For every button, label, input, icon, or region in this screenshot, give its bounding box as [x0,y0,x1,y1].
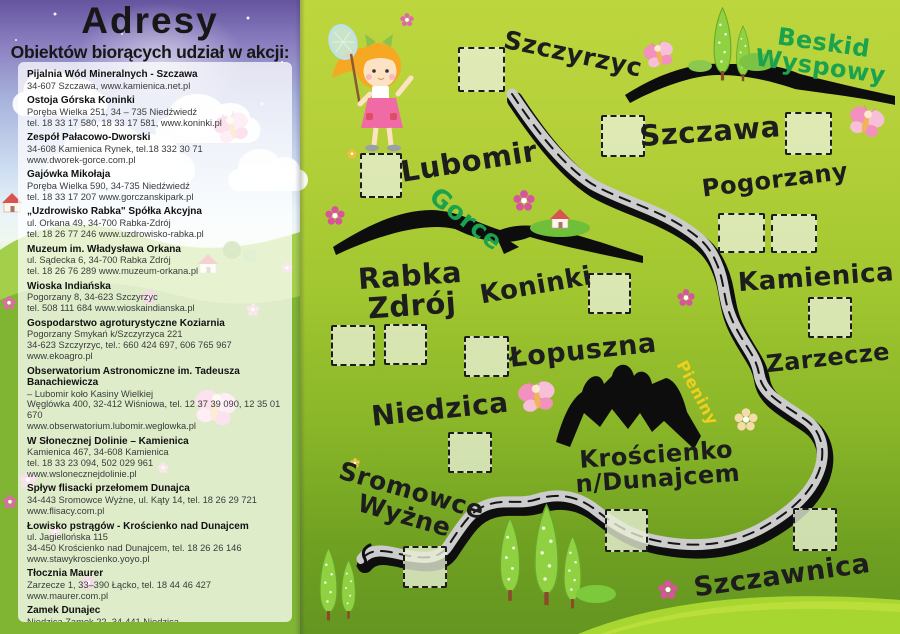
address-line: Niedzica Zamek 22, 34-441 Niedzica [27,616,179,622]
address-entry: Łowisko pstrągów - Krościenko nad Dunajc… [27,521,283,565]
address-line: – Lubomir koło Kasiny Wielkiej [27,388,154,399]
gorce-ridge-flick [494,231,519,254]
address-line: 34-608 Kamienica Rynek, tel.18 332 30 71 [27,143,203,154]
address-name: Spływ flisacki przełomem Dunajca [27,483,190,495]
beskid-trees [688,7,775,82]
address-line: 34-607 Szczawa, www.kamienica.net.pl [27,80,191,91]
address-line: Poręba Wielka 251, 34 – 735 Niedźwiedź [27,106,198,117]
address-line: Kamienica 467, 34-608 Kamienica [27,447,169,458]
address-line: ul. Sądecka 6, 34-700 Rabka Zdrój [27,255,171,266]
address-name: Łowisko pstrągów - Krościenko nad Dunajc… [27,520,249,532]
address-name: Pijalnia Wód Mineralnych - Szczawa [27,69,198,80]
address-name: Zespół Pałacowo-Dworski [27,132,151,144]
house-icon [549,208,571,229]
beskid-ridge [625,63,895,105]
address-line: 34-443 Sromowce Wyżne, ul. Kąty 14, tel.… [27,494,257,505]
address-line: www.wslonecznejdolinie.pl [27,468,137,479]
pieniny-mountain [556,364,701,449]
address-line: Zarzecze 1, 33–390 Łącko, tel. 18 44 46 … [27,579,211,590]
address-name: Obserwatorium Astronomiczne im. Tadeusza… [27,365,240,389]
address-line: www.flisacy.com.pl [27,505,105,516]
address-name: Tłocznia Maurer [27,568,104,580]
page-title: Adresy [81,0,219,41]
address-line: Poręba Wielka 590, 34-735 Niedźwiedź [27,180,190,191]
address-name: Gospodarstwo agroturystyczne Koziarnia [27,317,225,329]
address-line: www.obserwatorium.lubomir.weglowka.pl [27,420,196,431]
address-name: Gajówka Mikołaja [27,169,111,181]
address-line: tel. 18 33 17 580, 18 33 17 581, www.kon… [27,117,222,128]
address-name: Zamek Dunajec [27,605,101,617]
address-name: Ostoja Górska Koninki [27,95,135,107]
address-line: www.maurer.com.pl [27,590,109,601]
address-name: W Słonecznej Dolinie – Kamienica [27,435,189,447]
address-line: tel. 18 33 17 207 www.gorczanskipark.pl [27,191,194,202]
address-name: Muzeum im. Władysława Orkana [27,243,181,255]
address-line: tel. 18 33 23 094, 502 029 961 [27,457,154,468]
address-line: ul. Orkana 49, 34-700 Rabka-Zdrój [27,217,171,228]
page-subtitle: Obiektów biorących udział w akcji: [10,41,290,62]
address-line: 34-623 Szczyrzyc, tel.: 660 424 697, 606… [27,339,232,350]
bottom-trees [319,504,616,621]
address-line: tel. 18 26 77 246 www.uzdrowisko-rabka.p… [27,228,204,239]
road [356,88,834,573]
address-line: tel. 508 111 684 www.wioskaindianska.pl [27,302,195,313]
address-line: ul. Jagiellońska 115 [27,532,108,543]
address-name: „Uzdrowisko Rabka" Spółka Akcyjna [27,206,202,218]
bottom-hill-highlight [600,601,900,634]
brochure-header: Adresy Obiektów biorących udział w akcji… [0,0,300,63]
girl-illustration [328,24,414,152]
address-line: www.ekoagro.pl [27,350,93,361]
address-name: Wioska Indiańska [27,280,111,292]
address-line: www.dworek-gorce.com.pl [27,154,136,165]
address-line: tel. 18 26 76 289 www.muzeum-orkana.pl [27,265,199,276]
address-line: Pogorzany 8, 34-623 Szczyrzyc [27,292,158,303]
road-end-curl [356,543,372,568]
address-line: Pogorzany Smykań k/Szczyrzyca 221 [27,329,183,340]
address-line: www.stawykroscienko.yoyo.pl [27,553,150,564]
gorce-ridge [333,210,643,263]
address-entry: Obserwatorium Astronomiczne im. Tadeusza… [27,366,283,432]
fold-line [295,0,305,634]
address-line: 34-450 Krościenko nad Dunajcem, tel. 18 … [27,542,242,553]
address-line: Węglówka 400, 32-412 Wiśniowa, tel. 12 3… [27,399,281,421]
